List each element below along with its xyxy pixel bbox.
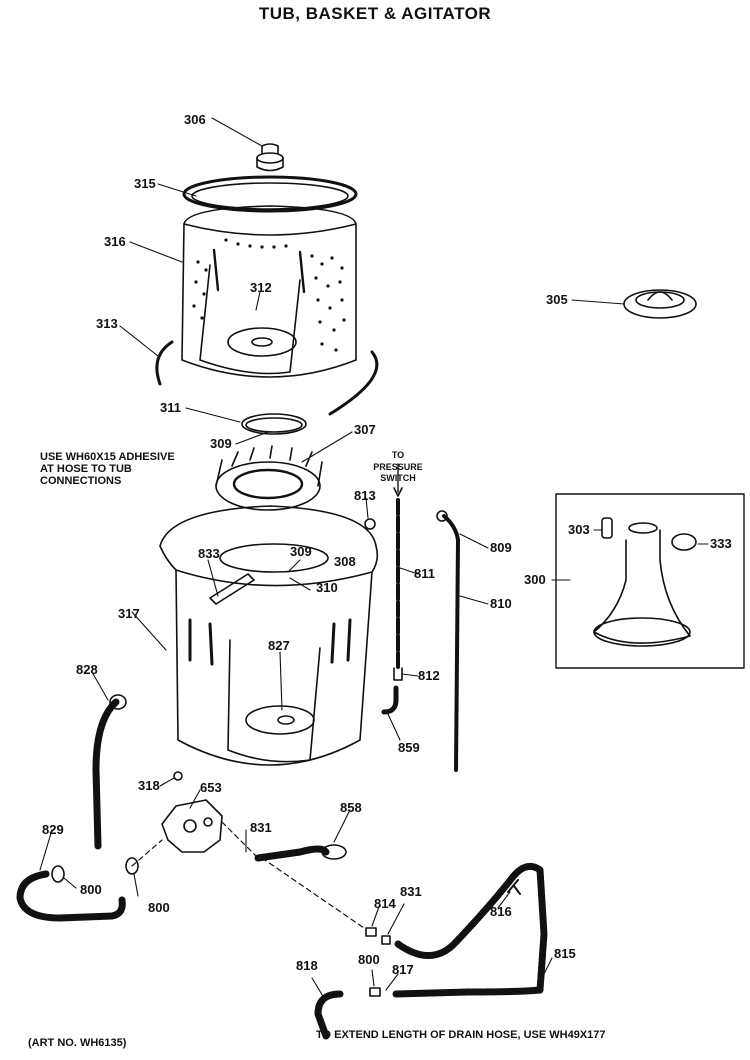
diagram-title: TUB, BASKET & AGITATOR — [258, 4, 492, 23]
part-333 — [671, 533, 697, 551]
part-label: 817 — [392, 962, 414, 977]
clamp-800-left — [51, 865, 65, 883]
part-label: 309 — [210, 436, 232, 451]
drain-hose-note: TO EXTEND LENGTH OF DRAIN HOSE, USE WH49… — [316, 1029, 606, 1041]
part-label: 827 — [268, 638, 290, 653]
part-label: 310 — [316, 580, 338, 595]
part-label: 311 — [160, 400, 181, 415]
part-label: 829 — [42, 822, 64, 837]
drain-hose-815 — [392, 862, 548, 998]
part-label: 305 — [546, 292, 568, 307]
adhesive-note-line: AT HOSE TO TUB — [40, 463, 132, 475]
hose-858 — [254, 845, 330, 862]
agitator-box-300 — [555, 493, 745, 669]
pressure-note-line: TO — [392, 450, 404, 460]
art-number: (ART NO. WH6135) — [28, 1037, 127, 1049]
part-label: 859 — [398, 740, 420, 755]
adhesive-note-line: CONNECTIONS — [40, 475, 121, 487]
grommet-813 — [364, 518, 376, 530]
bracket-833 — [209, 573, 255, 605]
part-label: 815 — [554, 946, 576, 961]
part-303 — [601, 517, 613, 539]
basket-perforations — [192, 238, 346, 352]
ring-311 — [241, 413, 307, 435]
fitting-814 — [365, 927, 377, 937]
u-bend-818 — [314, 990, 344, 1040]
gasket-313 — [155, 340, 174, 386]
part-label: 315 — [134, 176, 156, 191]
part-label: 811 — [414, 566, 435, 581]
part-label: 303 — [568, 522, 590, 537]
part-318 — [173, 771, 183, 781]
part-label: 831 — [250, 820, 272, 835]
part-label: 313 — [96, 316, 118, 331]
hose-829 — [16, 870, 126, 922]
pressure-note-line: SWITCH — [380, 473, 416, 483]
agitator-300 — [593, 522, 691, 647]
part-label: 317 — [118, 606, 140, 621]
agitator-part-305 — [623, 289, 697, 319]
basket-316 — [181, 205, 357, 378]
part-label: 307 — [354, 422, 376, 437]
part-label: 800 — [358, 952, 380, 967]
agitator-cap-306 — [256, 143, 284, 172]
part-label: 318 — [138, 778, 160, 793]
part-label: 309 — [290, 544, 312, 559]
part-label: 300 — [524, 572, 546, 587]
part-label: 306 — [184, 112, 206, 127]
part-label: 316 — [104, 234, 126, 249]
part-label: 810 — [490, 596, 512, 611]
part-label: 858 — [340, 800, 362, 815]
connector-812 — [393, 667, 403, 681]
part-label: 833 — [198, 546, 220, 561]
part-label: 831 — [400, 884, 422, 899]
adhesive-note-line: USE WH60X15 ADHESIVE — [40, 451, 175, 463]
part-label: 812 — [418, 668, 440, 683]
part-label: 816 — [490, 904, 512, 919]
balance-ring-315 — [182, 175, 358, 213]
outer-tub-317 — [159, 505, 379, 766]
hose-810 — [442, 514, 460, 772]
part-label: 813 — [354, 488, 376, 503]
part-label: 828 — [76, 662, 98, 677]
hose-828 — [92, 698, 120, 850]
part-label: 333 — [710, 536, 732, 551]
part-label: 653 — [200, 780, 222, 795]
part-label: 800 — [148, 900, 170, 915]
part-label: 818 — [296, 958, 318, 973]
ring-308 — [219, 543, 329, 573]
part-label: 312 — [250, 280, 272, 295]
part-label: 814 — [374, 896, 396, 911]
pressure-note-line: PRESSURE — [373, 462, 423, 472]
hub-307 — [215, 445, 323, 511]
part-label: 308 — [334, 554, 356, 569]
clip-816 — [507, 879, 521, 895]
elbow-859 — [381, 685, 399, 715]
clamp-800-right — [125, 857, 139, 875]
fitting-817 — [369, 987, 381, 997]
pump-653 — [161, 799, 223, 853]
part-label: 809 — [490, 540, 512, 555]
part-label: 800 — [80, 882, 102, 897]
